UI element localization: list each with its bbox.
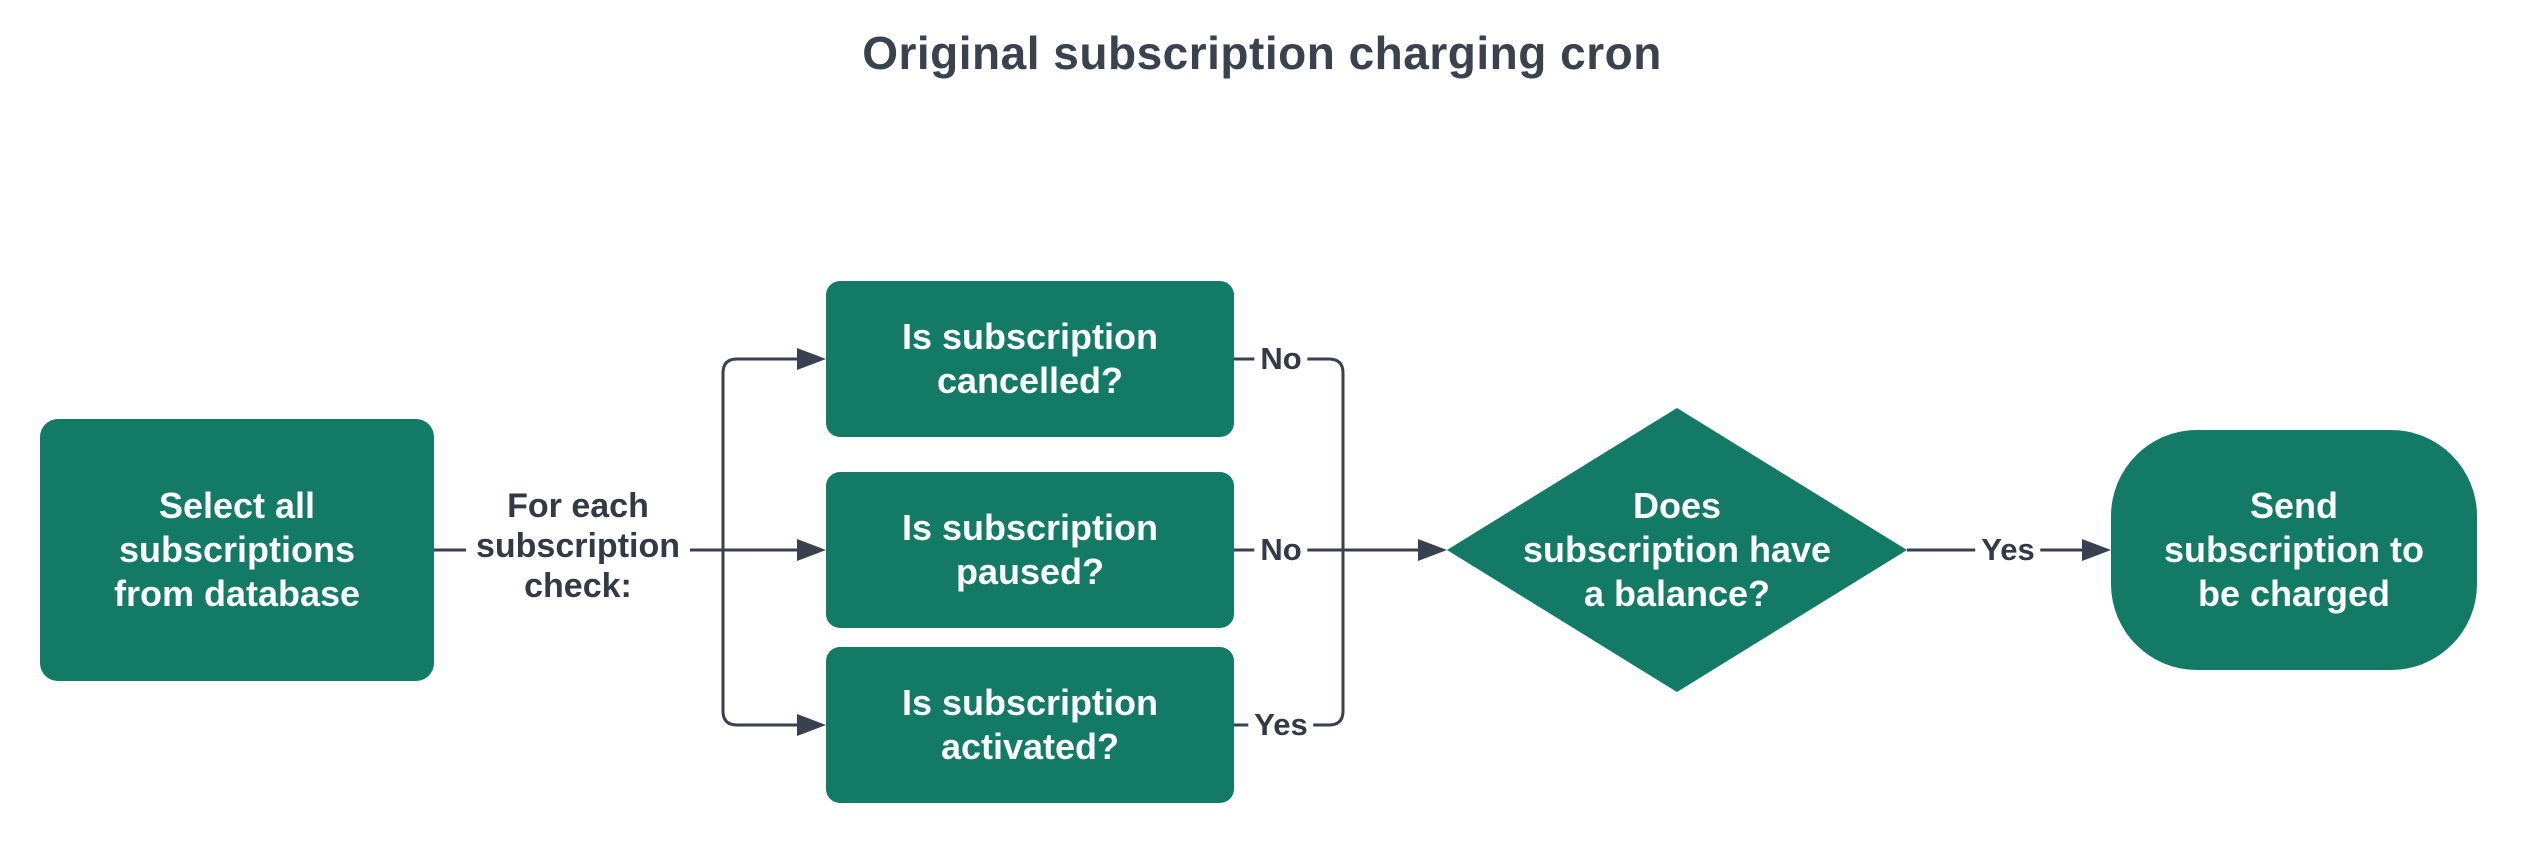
- connector-cancelled-no: [1234, 357, 1345, 374]
- decision-diamond-shape: [1447, 408, 1907, 692]
- arrowhead-into-activated: [797, 714, 826, 736]
- start-node: Select all subscriptions from database: [40, 419, 434, 681]
- edge-label-balance-yes: Yes: [1975, 530, 2041, 570]
- edge-label-activated-yes: Yes: [1248, 705, 1314, 745]
- check-paused-node: Is subscription paused?: [826, 472, 1234, 628]
- connector-fork-to-activated: [721, 550, 797, 727]
- arrowhead-into-stadium: [2082, 539, 2111, 561]
- check-paused-label: Is subscription paused?: [901, 507, 1159, 592]
- connector-activated-yes: [1234, 710, 1345, 727]
- send-charge-node: Send subscription to be charged: [2111, 430, 2477, 670]
- edge-label-cancelled-no: No: [1254, 339, 1308, 379]
- send-charge-label: Send subscription to be charged: [2164, 485, 2424, 614]
- arrowhead-into-paused: [797, 539, 826, 561]
- arrowhead-into-diamond: [1418, 539, 1447, 561]
- edge-label-paused-no: No: [1254, 530, 1308, 570]
- diagram-title: Original subscription charging cron: [862, 27, 1662, 79]
- start-node-label: Select all subscriptions from database: [113, 485, 361, 614]
- check-activated-node: Is subscription activated?: [826, 647, 1234, 803]
- check-cancelled-label: Is subscription cancelled?: [901, 316, 1159, 401]
- check-cancelled-node: Is subscription cancelled?: [826, 281, 1234, 437]
- edge-label-for-each: For each subscription check:: [465, 481, 691, 611]
- arrowhead-into-cancelled: [797, 348, 826, 370]
- connector-fork-to-cancelled: [721, 357, 797, 550]
- decision-diamond-label: Does subscription have a balance?: [1522, 485, 1832, 614]
- check-activated-label: Is subscription activated?: [901, 682, 1159, 767]
